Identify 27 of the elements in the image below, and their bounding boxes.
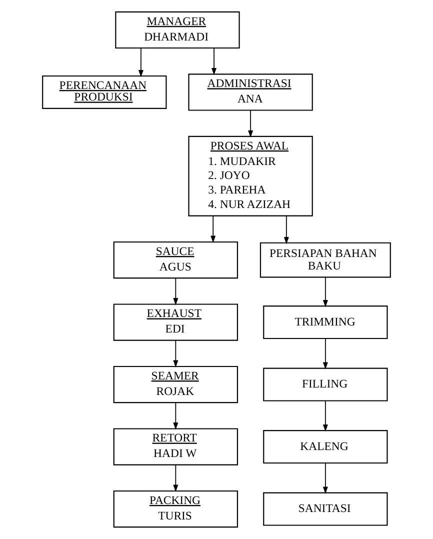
node-box: MANAGER DHARMADI — [115, 11, 240, 49]
node-box: ADMINISTRASI ANA — [188, 74, 313, 111]
node-box: RETORT HADI W — [113, 428, 238, 466]
arrow — [173, 464, 178, 492]
node-box: SANITASI — [263, 492, 388, 526]
node-box: SAUCE AGUS — [113, 241, 238, 279]
arrow — [322, 462, 328, 494]
arrow — [173, 340, 178, 368]
node-box: SEAMER ROJAK — [113, 366, 238, 404]
arrow — [210, 215, 216, 243]
arrow — [322, 276, 328, 308]
arrow — [173, 402, 178, 430]
arrow — [138, 48, 144, 78]
node-box: PACKING TURIS — [113, 490, 238, 528]
node-box: PROSES AWAL 1. MUDAKIR 2. JOYO 3. PAREHA 4. NUR AZIZAH — [188, 136, 313, 216]
arrow — [212, 48, 217, 76]
node-box: KALENG — [263, 430, 388, 464]
arrow — [322, 338, 328, 370]
node-box: PERENCANAAN PRODUKSI — [42, 75, 167, 109]
arrow — [248, 110, 254, 138]
node-box: EXHAUST EDI — [113, 304, 238, 341]
arrow — [173, 278, 178, 306]
arrow — [284, 215, 289, 244]
node-box: FILLING — [263, 368, 388, 402]
node-box: PERSIAPAN BAHAN BAKU — [260, 242, 391, 278]
arrow — [322, 400, 328, 432]
node-box: TRIMMING — [263, 306, 388, 340]
